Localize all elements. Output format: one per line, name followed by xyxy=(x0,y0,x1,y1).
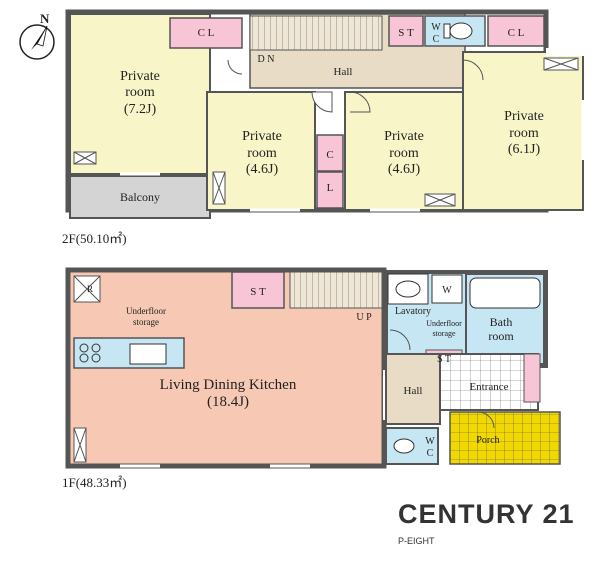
balcony-label: Balcony xyxy=(120,190,160,204)
brand-sub: P-EIGHT xyxy=(398,536,435,546)
entrance-label: Entrance xyxy=(469,381,508,393)
closet-2f-1-label: C L xyxy=(198,27,215,39)
hall-1f xyxy=(385,353,441,425)
storage-1f-2-label: S T xyxy=(437,354,451,365)
closet-2f-2 xyxy=(316,134,344,172)
compass: N xyxy=(19,11,55,60)
wc-2f-label-c: C xyxy=(433,34,440,45)
room-72-label2: room xyxy=(125,85,155,100)
porch xyxy=(449,411,561,465)
wc-1f-label-w: W xyxy=(425,436,435,447)
ldk-size: (18.4J) xyxy=(207,394,249,410)
brand-name: CENTURY 21 xyxy=(398,499,575,529)
kitchen-counter xyxy=(73,337,185,369)
closet-2f-3-label: L xyxy=(327,182,334,194)
room-61-label: Private xyxy=(504,109,544,124)
room-46b-label2: room xyxy=(389,146,419,161)
underfloor-1-label: Underfloor xyxy=(126,306,166,316)
bath-label: Bath xyxy=(490,315,513,329)
room-46a-label2: room xyxy=(247,146,277,161)
ldk-label: Living Dining Kitchen xyxy=(160,377,297,393)
fridge-label: R xyxy=(87,284,93,294)
room-61-size: (6.1J) xyxy=(508,142,541,157)
storage-1f xyxy=(231,271,285,309)
storage-2f-label: S T xyxy=(398,27,414,39)
room-72-label: Private xyxy=(120,69,160,84)
wc-1f xyxy=(385,427,439,465)
hall-2f-label: Hall xyxy=(334,66,353,78)
stairs-1f xyxy=(289,271,383,309)
storage-2f xyxy=(388,15,424,47)
stairs-down-label: D N xyxy=(258,54,275,65)
closet-2f-4-label: C L xyxy=(508,27,525,39)
porch-label: Porch xyxy=(476,435,499,446)
brand-logo: CENTURY 21 P-EIGHT xyxy=(398,499,575,546)
washer-label: W xyxy=(442,285,452,296)
stairs-up-label: U P xyxy=(356,312,372,323)
room-46b-size: (4.6J) xyxy=(388,162,421,177)
underfloor-2-label: Underfloor xyxy=(426,319,462,328)
closet-2f-2-label: C xyxy=(326,149,333,161)
underfloor-2-label2: storage xyxy=(432,329,456,338)
bath-label2: room xyxy=(488,329,514,343)
balcony xyxy=(69,175,211,219)
floor-1-caption: 1F(48.33㎡) xyxy=(62,475,127,490)
closet-2f-1 xyxy=(169,17,243,49)
wc-1f-label-c: C xyxy=(427,448,434,459)
room-46a-label: Private xyxy=(242,129,282,144)
closet-2f-4 xyxy=(487,15,545,47)
floor-2-caption: 2F(50.10㎡) xyxy=(62,231,127,246)
room-46a-size: (4.6J) xyxy=(246,162,279,177)
wc-2f-label-w: W xyxy=(431,22,441,33)
compass-north-label: N xyxy=(40,11,50,26)
lavatory-label: Lavatory xyxy=(395,306,431,317)
entrance xyxy=(439,353,539,411)
room-72-size: (7.2J) xyxy=(124,102,157,117)
floor-2-plan: Private room (7.2J) C L Balcony Hall D N… xyxy=(62,9,585,246)
room-46b-label: Private xyxy=(384,129,424,144)
closet-2f-3 xyxy=(316,171,344,209)
storage-1f-label: S T xyxy=(250,286,266,298)
hall-1f-label: Hall xyxy=(404,385,423,397)
floor-1-plan: R Underfloor storage S T U P Living Dini… xyxy=(62,267,561,490)
stairs-2f xyxy=(249,15,383,51)
underfloor-1-label2: storage xyxy=(133,317,159,327)
room-61-label2: room xyxy=(509,126,539,141)
